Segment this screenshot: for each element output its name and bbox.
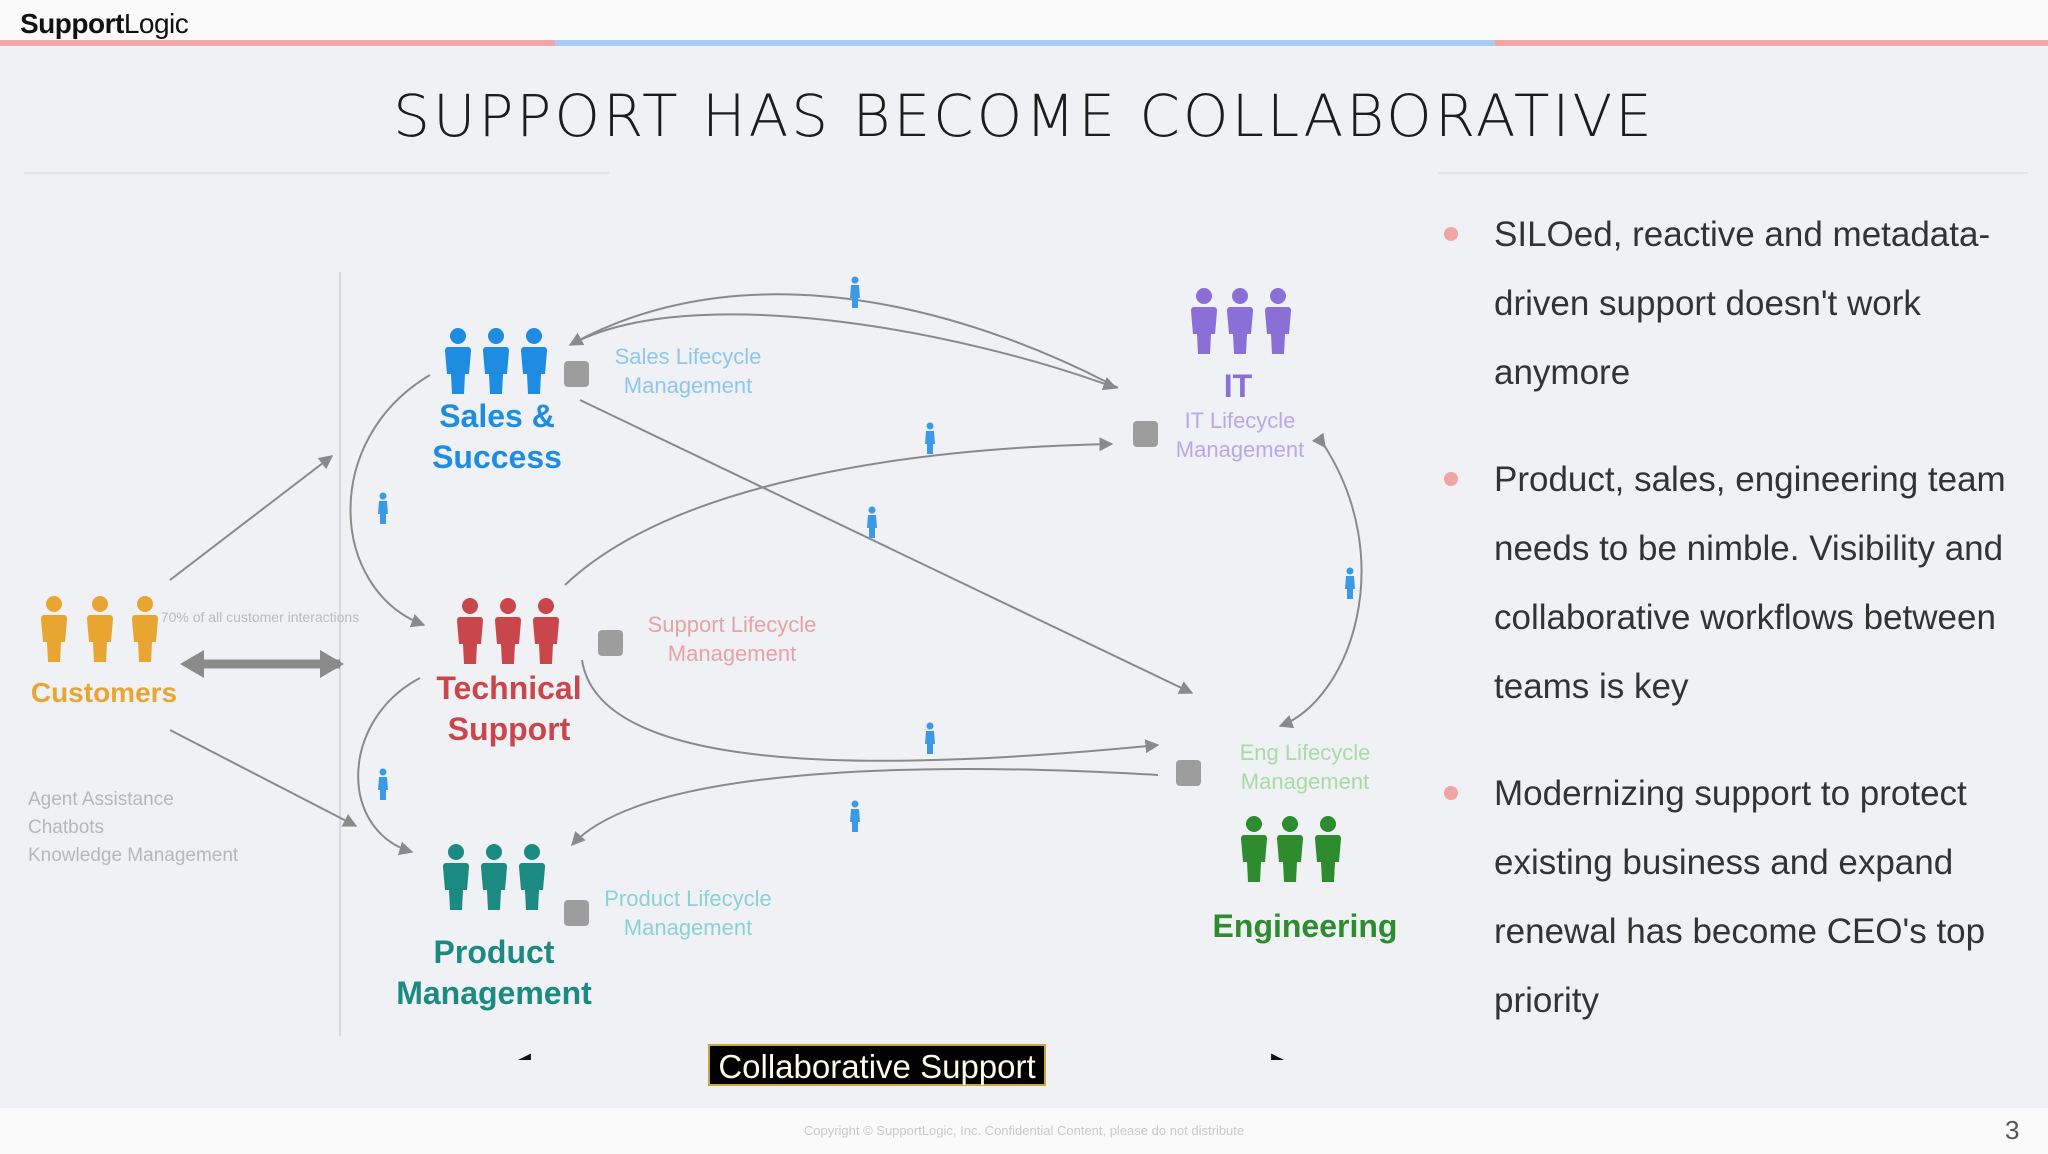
engineering-label: Engineering — [1212, 908, 1398, 944]
it-to-eng-arrow — [1278, 441, 1363, 729]
customers-note: 70% of all customer interactions — [160, 609, 360, 625]
brand-logo: SupportLogic — [20, 8, 189, 39]
eng-people-icon — [1241, 816, 1341, 882]
bullet-item: Product, sales, engineering team needs t… — [1434, 445, 2024, 721]
support-to-it-arrow — [564, 437, 1114, 586]
bullet-dot-icon — [1444, 786, 1458, 800]
title-divider-right — [1438, 172, 2028, 174]
page-number: 3 — [2005, 1115, 2020, 1145]
top-bar — [0, 0, 2048, 44]
eng-to-product-arrow — [571, 768, 1159, 847]
sales-to-support-curve — [349, 374, 431, 628]
collaboration-diagram — [41, 272, 1363, 1060]
bullet-dot-icon — [1444, 227, 1458, 241]
header-rule-right — [1495, 40, 2048, 46]
bullet-dot-icon — [1444, 472, 1458, 486]
customers-to-sales-arrow — [169, 455, 334, 581]
sales-people-icon — [445, 328, 547, 394]
bullet-list: SILOed, reactive and metadata-driven sup… — [1434, 200, 2024, 1073]
agent-tools-list: Agent Assistance Chatbots Knowledge Mana… — [28, 789, 239, 866]
customers-label: Customers — [30, 677, 178, 708]
sales-to-it-curve — [569, 313, 1118, 391]
it-label: IT — [1223, 368, 1253, 404]
slide-title: SUPPORT HAS BECOME COLLABORATIVE — [393, 82, 1655, 150]
lifecycle-db-icons — [564, 361, 1201, 926]
title-divider-left — [24, 172, 609, 174]
product-people-icon — [443, 844, 545, 910]
support-to-product-curve — [357, 677, 421, 856]
sales-label: Sales &Success — [432, 398, 562, 475]
collaborative-support-label: Collaborative Support — [708, 1044, 1046, 1086]
header-rule-middle — [555, 40, 1495, 46]
bullet-item: Modernizing support to protect existing … — [1434, 759, 2024, 1035]
it-to-sales-curve — [568, 293, 1119, 389]
it-people-icon — [1191, 288, 1291, 354]
header-rule-left — [0, 40, 555, 46]
sales-to-eng-arrow — [579, 399, 1194, 694]
customers-to-product-arrow — [169, 729, 358, 827]
bullet-item: SILOed, reactive and metadata-driven sup… — [1434, 200, 2024, 407]
tech-support-people-icon — [457, 598, 559, 664]
support-to-eng-arrow — [581, 659, 1160, 762]
footer-bar — [0, 1108, 2048, 1154]
copyright-text: Copyright © SupportLogic, Inc. Confident… — [803, 1123, 1245, 1138]
customers-people-icon — [41, 596, 158, 662]
